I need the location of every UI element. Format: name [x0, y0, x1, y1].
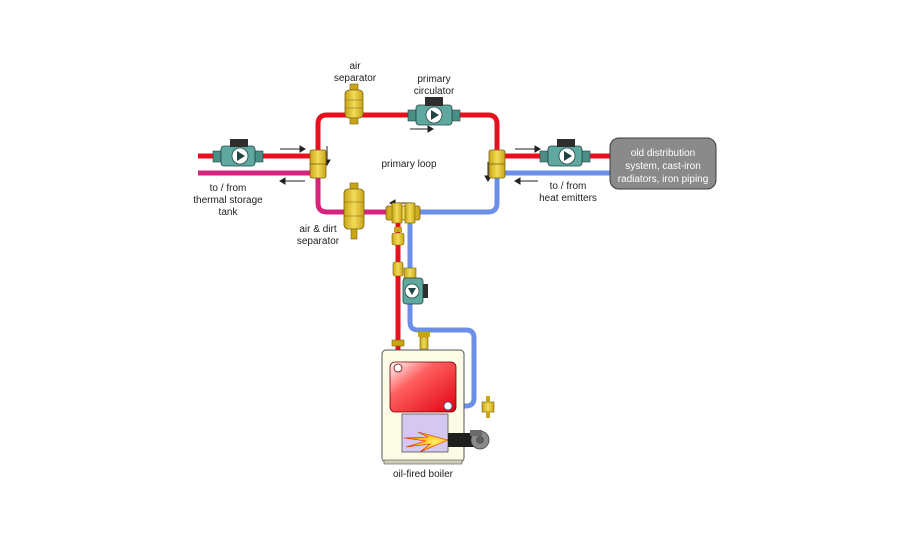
pump-primary-circulator	[407, 97, 461, 126]
svg-text:to / from: to / from	[210, 183, 247, 194]
boiler-supply-valve	[391, 227, 405, 246]
boiler-label: oil-fired boiler	[393, 469, 454, 480]
air-separator-label-2: separator	[334, 73, 377, 84]
old-distribution-line-3: radiators, iron piping	[618, 174, 709, 185]
relief-valve	[418, 332, 430, 350]
primary-loop-cool-pipe	[410, 168, 500, 215]
labels: air separator primary circulator primary…	[193, 61, 597, 480]
primary-circulator-label-1: primary	[417, 74, 450, 85]
old-distribution-box: old distribution system, cast-iron radia…	[609, 137, 717, 190]
svg-text:separator: separator	[297, 236, 340, 247]
heat-emitters-label-1: to / from	[550, 181, 587, 192]
oil-fired-boiler	[381, 349, 490, 465]
thermal-storage-label-2: thermal storage	[193, 195, 263, 206]
primary-loop-hot-pipe	[315, 112, 500, 165]
primary-circulator-label-2: circulator	[414, 86, 455, 97]
boiler-supply-union	[391, 339, 405, 347]
thermal-storage-label-3: tank	[219, 207, 239, 218]
boiler-return-pipe	[407, 214, 477, 409]
svg-text:primary: primary	[417, 74, 450, 85]
flow-arrow-storage-return	[279, 177, 305, 185]
boiler-tee-manifold	[385, 202, 421, 224]
svg-text:old distribution: old distribution	[631, 148, 695, 159]
boiler-water-chamber	[389, 361, 457, 413]
oil-burner	[448, 430, 490, 450]
flow-arrow-emitter-return	[514, 177, 538, 185]
closely-spaced-tees-right	[488, 149, 506, 179]
svg-text:air & dirt: air & dirt	[299, 224, 336, 235]
air-separator	[344, 83, 364, 125]
air-dirt-separator	[343, 182, 365, 240]
pump-heat-emitters	[539, 139, 591, 167]
boiler-base	[383, 459, 463, 465]
primary-loop-mixed-pipe	[315, 172, 395, 215]
flow-arrow-circulator	[410, 125, 434, 133]
flow-arrow-emitter-supply	[515, 145, 541, 153]
flame-icon	[403, 431, 449, 453]
air-dirt-separator-label-1: air & dirt	[299, 224, 336, 235]
air-dirt-separator-label-2: separator	[297, 236, 340, 247]
svg-text:circulator: circulator	[414, 86, 455, 97]
thermal-storage-label-1: to / from	[210, 183, 247, 194]
old-distribution-line-1: old distribution	[631, 148, 695, 159]
svg-text:air: air	[349, 61, 361, 72]
svg-text:tank: tank	[219, 207, 239, 218]
svg-text:to / from: to / from	[550, 181, 587, 192]
pump-storage	[212, 139, 264, 167]
flow-arrow-storage-supply	[280, 145, 306, 153]
svg-text:system, cast-iron: system, cast-iron	[625, 161, 701, 172]
boiler-supply-valve-lower	[392, 261, 404, 277]
drain-valve	[481, 396, 495, 418]
svg-text:heat emitters: heat emitters	[539, 193, 597, 204]
svg-text:thermal storage: thermal storage	[193, 195, 263, 206]
svg-text:radiators, iron piping: radiators, iron piping	[618, 174, 709, 185]
closely-spaced-tees-left	[309, 149, 327, 179]
old-distribution-line-2: system, cast-iron	[625, 161, 701, 172]
heat-emitters-label-2: heat emitters	[539, 193, 597, 204]
air-separator-label-1: air	[349, 61, 361, 72]
primary-loop-label: primary loop	[381, 159, 436, 170]
pump-boiler	[402, 267, 428, 305]
svg-text:separator: separator	[334, 73, 377, 84]
